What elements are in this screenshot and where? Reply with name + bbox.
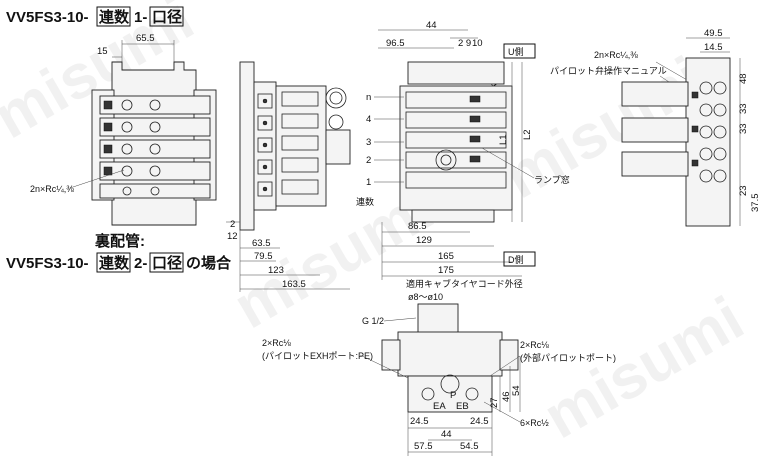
dim-15: 15 xyxy=(97,46,108,57)
side-view: 2 12 63.5 79.5 123 163.5 xyxy=(226,61,351,292)
rear-suffix: の場合 xyxy=(186,254,232,272)
dim-63-5: 63.5 xyxy=(252,238,271,249)
title-box-port xyxy=(149,6,184,27)
port-2n-left-label: 2n×Rc¼,⅜ xyxy=(30,184,74,194)
port-2n-right-label: 2n×Rc¼,⅜ xyxy=(594,50,638,60)
pilot-manual-label: パイロット弁操作マニュアル xyxy=(550,65,667,76)
dim-123: 123 xyxy=(268,265,284,276)
port-mark-ea: EA xyxy=(433,401,446,412)
title-box-stations-text: 連数 xyxy=(99,8,130,26)
dim-44-bottom: 44 xyxy=(441,429,452,440)
dim-37-5: 37.5 xyxy=(750,194,761,213)
cabtire-range-label: ø8～ø10 xyxy=(408,292,443,302)
title-mid: 1- xyxy=(134,9,147,26)
rear-box-port-text: 口径 xyxy=(152,254,182,272)
rc18-ext-label: 2×Rc⅛ xyxy=(520,340,549,350)
front-valve-rows xyxy=(405,91,507,189)
station-label: 2 xyxy=(366,155,371,166)
side-din-rail xyxy=(239,61,255,231)
right-manifold xyxy=(685,57,731,227)
dim-175: 175 xyxy=(438,265,454,276)
d-side-label: D側 xyxy=(508,254,524,265)
front-base-foot xyxy=(411,209,495,223)
rc18-pe-note: (パイロットEXHポート:PE) xyxy=(262,351,373,361)
title-box-stations xyxy=(96,6,131,27)
cable-gland xyxy=(417,303,459,335)
port-mark-eb: EB xyxy=(456,401,469,412)
l2-label: L2 xyxy=(522,129,533,140)
dim-2-9: 2 9 xyxy=(458,38,471,49)
title-box-port-text: 口径 xyxy=(152,8,182,26)
model-title: VV5FS3-10- 連数 1- 口径 xyxy=(6,6,184,27)
station-label: 1 xyxy=(366,177,371,188)
front-top-cover xyxy=(407,61,505,85)
rear-piping-view: 適用キャブタイヤコード外径 ø8～ø10 G 1/2 EA P EB 2×Rc⅛… xyxy=(262,278,616,456)
dim-46: 46 xyxy=(501,391,512,402)
title-prefix: VV5FS3-10- xyxy=(6,9,89,26)
d-side-box xyxy=(503,251,536,267)
g-half-label: G 1/2 xyxy=(362,316,384,326)
rc18-ext-note: (外部パイロットポート) xyxy=(520,352,616,363)
rear-box-stations xyxy=(96,252,131,273)
rear-box-stations-text: 連数 xyxy=(99,254,130,272)
dim-33-b: 33 xyxy=(738,123,749,134)
cabtire-label: 適用キャブタイヤコード外径 xyxy=(406,278,523,289)
station-label: 4 xyxy=(366,114,371,125)
rear-piping-title: 裏配管: VV5FS3-10- 連数 2- 口径 の場合 xyxy=(6,232,232,273)
rc12-label: 6×Rc½ xyxy=(520,418,549,428)
dim-10: 10 xyxy=(472,38,483,49)
dim-163-5: 163.5 xyxy=(282,279,306,290)
dim-79-5: 79.5 xyxy=(254,251,273,262)
dim-24-5-left: 24.5 xyxy=(410,416,429,427)
top-view-left: 65.5 15 2n×Rc¼,⅜ xyxy=(30,33,217,226)
dim-129: 129 xyxy=(416,235,432,246)
dim-12: 12 xyxy=(227,231,238,242)
dim-44-top: 44 xyxy=(426,20,437,31)
dim-23: 23 xyxy=(738,185,749,196)
dim-54-5: 54.5 xyxy=(460,441,479,452)
dim-65-5: 65.5 xyxy=(136,33,155,44)
dim-48: 48 xyxy=(738,73,749,84)
station-label: n xyxy=(366,92,371,103)
dim-57-5: 57.5 xyxy=(414,441,433,452)
dim-2: 2 xyxy=(230,219,235,230)
rear-prefix: VV5FS3-10- xyxy=(6,255,89,272)
station-count-label: 連数 xyxy=(356,196,374,207)
lamp-window-label: ランプ窓 xyxy=(534,174,570,185)
dim-14-5: 14.5 xyxy=(704,42,723,53)
station-label: 3 xyxy=(366,137,371,148)
l1-label: L1 xyxy=(498,134,509,145)
rear-heading: 裏配管: xyxy=(94,232,145,250)
rc18-pe-label: 2×Rc⅛ xyxy=(262,338,291,348)
valve-stack-top xyxy=(99,95,211,199)
rear-box-port xyxy=(149,252,184,273)
dim-96-5: 96.5 xyxy=(386,38,405,49)
dim-27: 27 xyxy=(489,397,500,408)
front-view: 44 96.5 2 9 10 U側 R4.5 n 4 3 2 xyxy=(356,20,570,280)
dim-165: 165 xyxy=(438,251,454,262)
watermark: misumi xyxy=(533,284,755,452)
dim-24-5-right: 24.5 xyxy=(470,416,489,427)
dim-33-a: 33 xyxy=(738,103,749,114)
port-mark-p: P xyxy=(450,390,456,401)
right-view: 49.5 14.5 2n×Rc¼,⅜ パイロット弁操作マニュアル 48 33 3… xyxy=(550,28,761,227)
dim-49-5: 49.5 xyxy=(704,28,723,39)
dim-54: 54 xyxy=(511,385,522,396)
u-side-box xyxy=(503,43,536,59)
dim-86-5: 86.5 xyxy=(408,221,427,232)
rear-mid: 2- xyxy=(134,255,147,272)
u-side-label: U側 xyxy=(508,46,524,57)
rear-valve-body xyxy=(397,331,503,377)
